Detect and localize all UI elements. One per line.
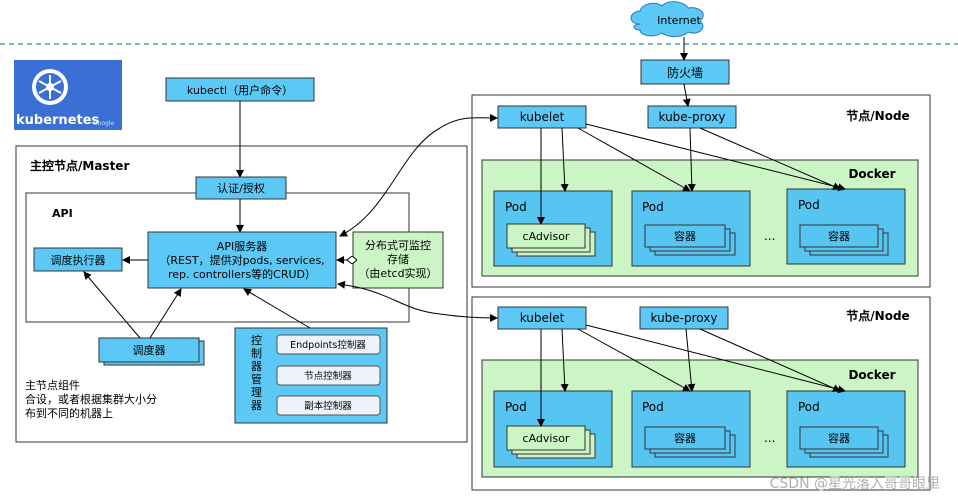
firewall-label: 防火墙: [667, 65, 703, 80]
link-api-node2-kubelet: [337, 280, 498, 322]
controller-manager-label: 控制器管理器: [251, 333, 262, 412]
node-1-pod-2-label: Pod: [642, 200, 664, 214]
arrow-scheduler-api: [149, 288, 182, 339]
node-2-docker-label: Docker: [848, 368, 895, 382]
node-2-cadvisor-box: [506, 425, 586, 451]
note-line-2: 合设，或者根据集群大小分: [25, 392, 157, 406]
firewall-box: [640, 59, 730, 85]
node-2-pod-2-label: Pod: [642, 400, 664, 414]
node-2-container-3-label: 容器: [828, 431, 850, 445]
node-2-kubeproxy-label: kube-proxy: [651, 311, 718, 325]
endpoints-controller-box: [276, 334, 381, 355]
node-2-ellipsis: ...: [764, 431, 775, 445]
node-1-docker-label: Docker: [848, 167, 895, 181]
node-1-cadvisor-box: [506, 223, 586, 249]
kubectl-label: kubectl（用户命令）: [187, 83, 293, 97]
node-1-pod-3-label: Pod: [798, 198, 820, 212]
api-server-line-1: API服务器: [217, 240, 267, 253]
endpoints-controller-label: Endpoints控制器: [290, 339, 366, 351]
node-1-container-3-label: 容器: [828, 229, 850, 243]
node-1-pod-1-label: Pod: [505, 200, 527, 214]
node-1-kubeproxy-label: kube-proxy: [659, 110, 726, 124]
node-1-kubeproxy-box: [647, 105, 737, 129]
node-2-title: 节点/Node: [846, 308, 909, 323]
scheduler-exec-label: 调度执行器: [51, 253, 106, 267]
node-1-container-3-box: [799, 224, 879, 248]
internet-label: Internet: [657, 14, 701, 27]
node-controller-box: [276, 365, 381, 386]
auth-label: 认证/授权: [217, 181, 265, 195]
node-2-container-3-box: [799, 426, 879, 450]
scheduler-stack: [98, 337, 205, 366]
note-line-1: 主节点组件: [25, 378, 80, 392]
auth-box: [195, 176, 287, 200]
kubernetes-logo: kubernetes Google: [14, 60, 122, 130]
api-title: API: [52, 207, 73, 220]
node-1: 节点/Node kubelet kube-proxy Docker Pod cA…: [471, 83, 931, 288]
logo-sub: Google: [93, 120, 114, 127]
node-1-kubelet-label: kubelet: [520, 110, 565, 124]
node-2-pod-1-label: Pod: [505, 400, 527, 414]
node-2: 节点/Node kubelet kube-proxy Docker Pod cA…: [471, 296, 931, 491]
node-2-kubelet-label: kubelet: [520, 311, 565, 325]
etcd-line-3: （由etcd实现）: [358, 266, 437, 280]
node-2-cadvisor-label: cAdvisor: [523, 432, 570, 445]
node-1-title: 节点/Node: [846, 108, 909, 123]
node-2-frame: [471, 296, 931, 491]
node-2-kubeproxy-box: [639, 306, 729, 330]
node-2-pod-3-label: Pod: [798, 400, 820, 414]
api-server-line-2: （REST，提供对pods, services,: [159, 253, 324, 267]
node-1-cadvisor-label: cAdvisor: [523, 230, 570, 243]
node-2-container-2-box: [644, 426, 726, 450]
link-api-node1-kubelet: [339, 113, 498, 237]
note-line-3: 布到不同的机器上: [25, 406, 113, 420]
node-2-kubelet-box: [497, 306, 587, 330]
etcd-line-1: 分布式可监控: [365, 238, 431, 252]
watermark: CSDN @星光落入哥哥眼里: [770, 476, 940, 492]
arrow-scheduler-exec: [83, 271, 141, 339]
node-1-kubelet-box: [497, 105, 587, 129]
node-2-container-2-label: 容器: [674, 431, 696, 445]
internet-cloud: Internet: [630, 1, 704, 38]
node-1-container-2-box: [644, 224, 726, 248]
master-title: 主控节点/Master: [30, 158, 129, 173]
etcd-line-2: 存储: [387, 252, 409, 266]
node-controller-label: 节点控制器: [304, 370, 352, 382]
api-server-line-3: rep. controllers等的CRUD）: [168, 267, 316, 281]
replica-controller-box: [276, 395, 381, 416]
arrow-controllers-api: [243, 288, 311, 329]
scheduler-label: 调度器: [133, 343, 166, 357]
node-1-container-2-label: 容器: [674, 229, 696, 243]
logo-text: kubernetes: [16, 113, 100, 128]
replica-controller-label: 副本控制器: [304, 400, 352, 412]
node-1-ellipsis: ...: [764, 229, 775, 243]
